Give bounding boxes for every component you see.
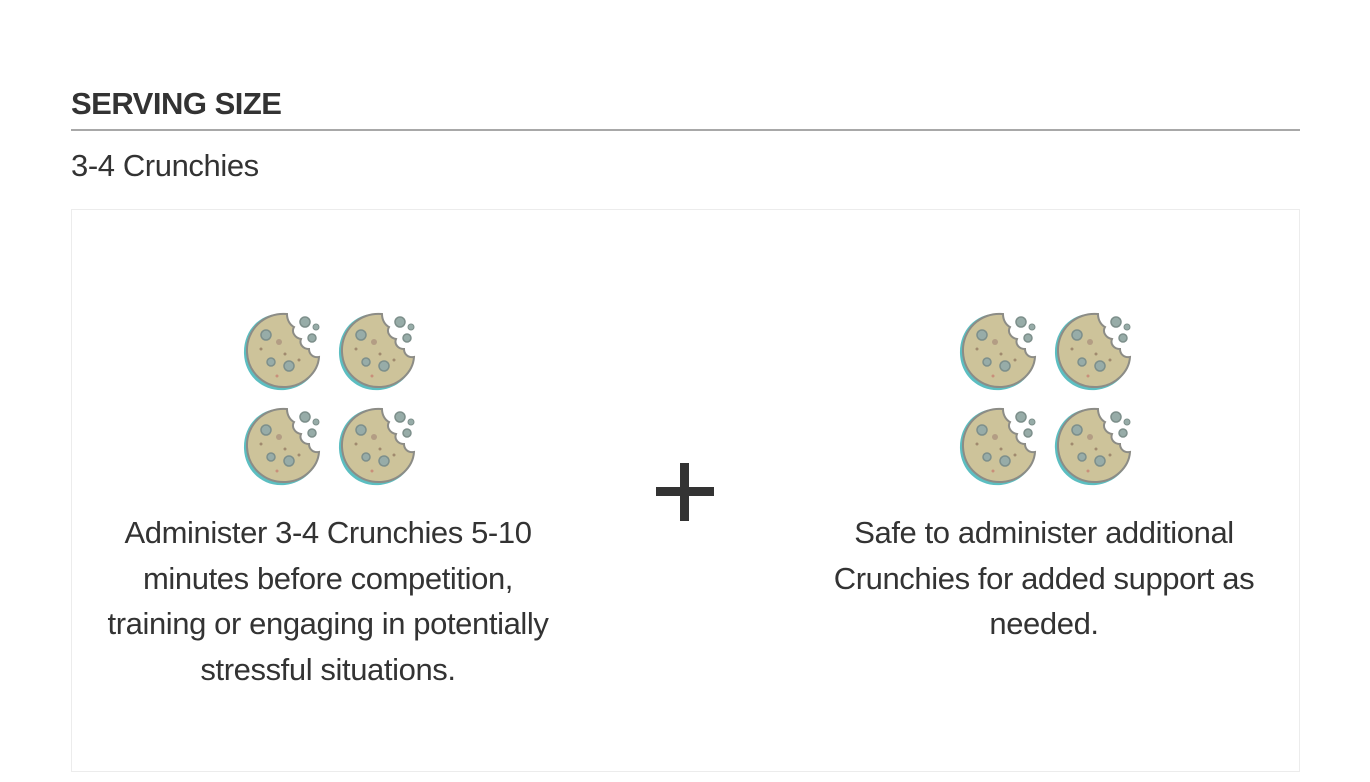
instruction-text-additional: Safe to administer additional Crunchies … (833, 515, 1255, 641)
section-heading: SERVING SIZE (71, 86, 282, 121)
cookie-icon (233, 302, 328, 397)
instruction-column-additional: Safe to administer additional Crunchies … (809, 302, 1279, 647)
serving-size-value: 3-4 Crunchies (71, 148, 259, 183)
cookie-icon (1044, 302, 1139, 397)
instruction-text-primary: Administer 3-4 Crunchies 5-10 minutes be… (107, 515, 549, 687)
cookies-icon (233, 302, 423, 492)
cookie-icon (949, 302, 1044, 397)
cookie-icon (233, 397, 328, 492)
cookies-icon (949, 302, 1139, 492)
cookie-icon (949, 397, 1044, 492)
cookie-icon (1044, 397, 1139, 492)
serving-instructions-panel: Administer 3-4 Crunchies 5-10 minutes be… (71, 209, 1300, 772)
heading-divider (71, 129, 1300, 131)
cookie-icon (328, 397, 423, 492)
plus-icon (656, 463, 716, 523)
instruction-column-primary: Administer 3-4 Crunchies 5-10 minutes be… (93, 302, 563, 692)
cookie-icon (328, 302, 423, 397)
